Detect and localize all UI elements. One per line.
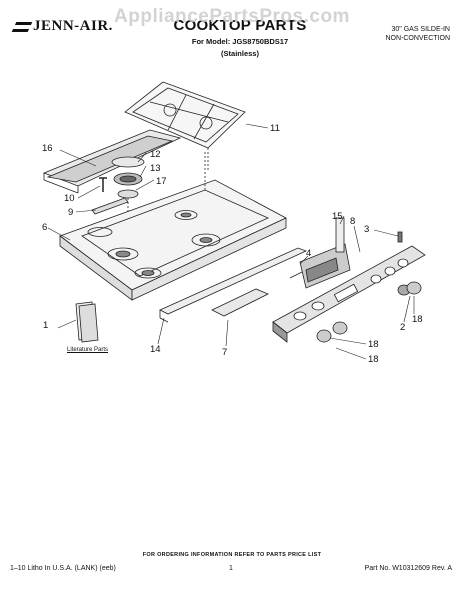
footer-page-number: 1	[229, 565, 233, 572]
model-info: For Model: JGS8750BDS17 (Stainless)	[130, 36, 350, 60]
front-trim-drawing	[159, 247, 308, 323]
ordering-note: FOR ORDERING INFORMATION REFER TO PARTS …	[142, 552, 322, 558]
callout-label: 13	[150, 163, 161, 174]
leader-lines	[47, 123, 415, 360]
callout-label: 12	[150, 149, 161, 160]
callout-label: 9	[68, 207, 73, 218]
control-panel-drawing	[272, 245, 426, 343]
callout-label: 1	[43, 320, 48, 331]
screw-drawing	[91, 177, 129, 215]
grate-drawing	[124, 81, 246, 170]
callout-label: 6	[42, 222, 47, 233]
footer-part-number: Part No. W10312609 Rev. A	[364, 565, 452, 572]
callout-label: 4	[306, 248, 311, 259]
callout-label: 11	[270, 123, 280, 134]
brand-text: JENN-AIR.	[33, 18, 113, 34]
module-drawing	[289, 217, 351, 289]
knobs-drawing	[316, 231, 422, 343]
product-type-line1: 30" GAS SILDE-IN	[391, 26, 450, 33]
callout-label: 14	[150, 344, 161, 355]
callout-label: 18	[368, 354, 379, 365]
footer-litho: 1–10 Litho In U.S.A. (LANK) (eeb)	[10, 565, 116, 572]
callout-label: 7	[222, 347, 227, 358]
callout-label: 8	[350, 216, 355, 227]
insulation-drawing	[211, 288, 269, 317]
callout-label: 15	[332, 211, 343, 222]
brand-logo: JENN-AIR.	[11, 18, 113, 35]
callout-label: 16	[42, 143, 53, 154]
vent-trim-drawing	[42, 129, 182, 194]
product-type: 30" GAS SILDE-IN NON-CONVECTION	[385, 25, 450, 43]
callout-label: 3	[364, 224, 369, 235]
literature-parts-label: Literature Parts	[67, 347, 109, 353]
callout-labels: 1 2 3 4 6 7 8 9 10 11 12 13 14 15 16 17 …	[42, 123, 423, 365]
model-line: For Model: JGS8750BDS17	[191, 37, 289, 46]
product-type-line2: NON-CONVECTION	[385, 35, 450, 42]
page-title: COOKTOP PARTS	[173, 17, 307, 34]
callout-label: 2	[400, 322, 405, 333]
callout-label: 17	[156, 176, 167, 187]
callout-label: 10	[64, 193, 75, 204]
literature-drawing	[75, 301, 99, 343]
callout-label: 18	[368, 339, 379, 350]
model-sub: (Stainless)	[221, 49, 259, 58]
burner-parts-drawing	[111, 156, 145, 248]
cooktop-drawing	[59, 150, 287, 301]
callout-label: 18	[412, 314, 423, 325]
